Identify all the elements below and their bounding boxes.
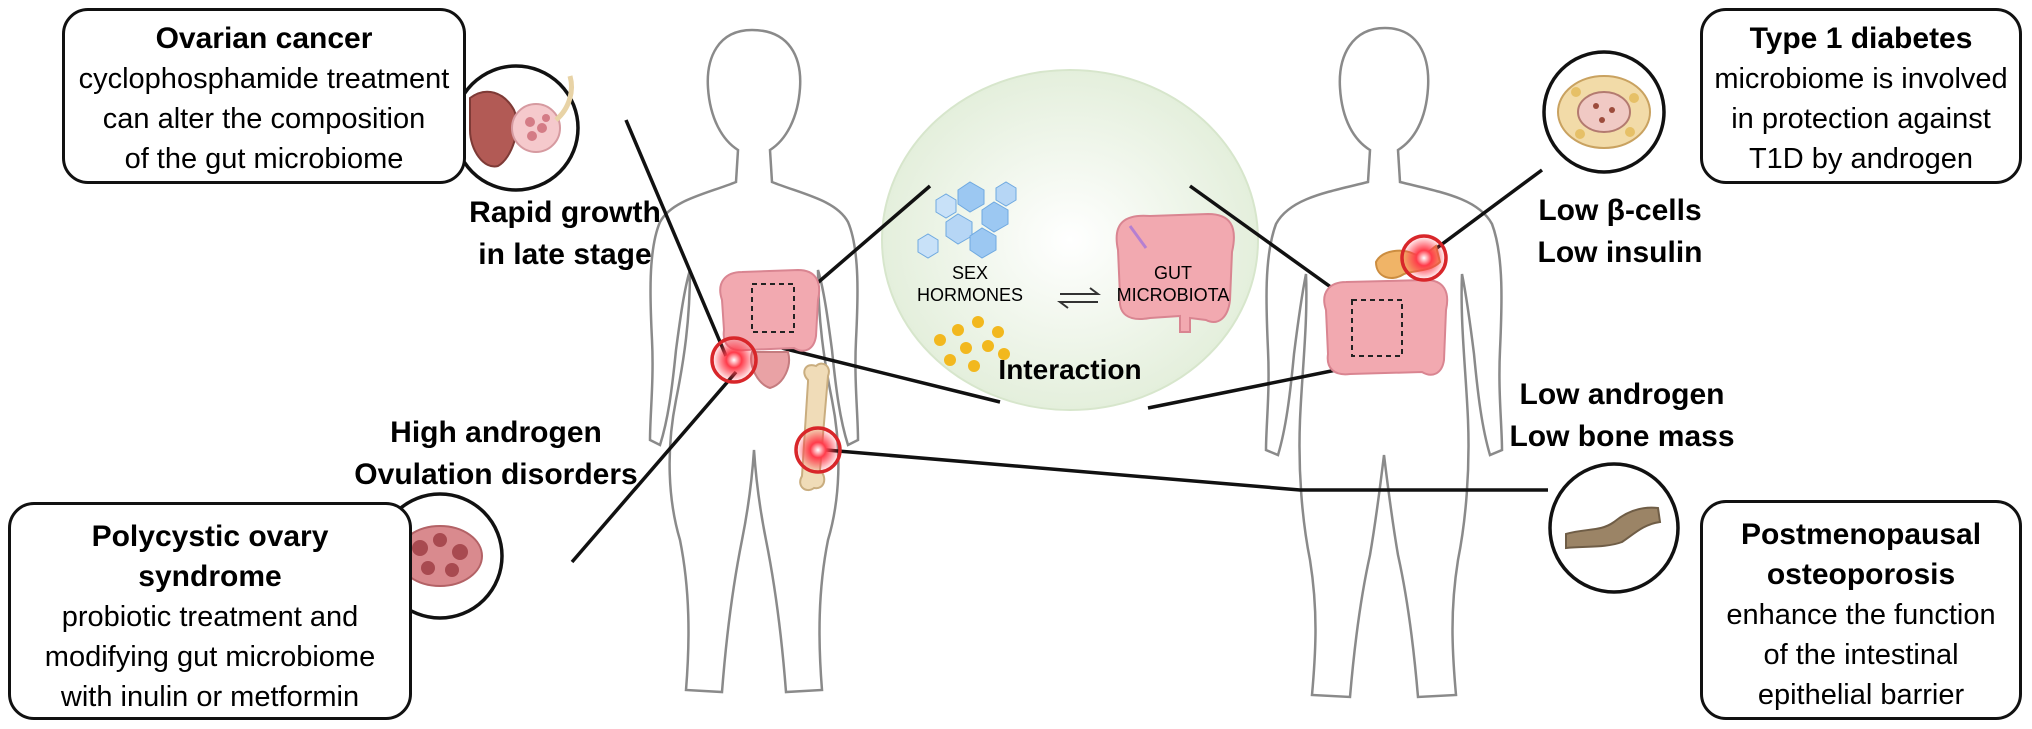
connector-male-gut-top [1188, 184, 1348, 300]
rapid-growth-line-1: Rapid growth [469, 196, 661, 229]
pcos-box: Polycystic ovary syndrome probiotic trea… [8, 502, 412, 720]
ovarian-cancer-title: Ovarian cancer [155, 22, 373, 55]
gut-microbiota-line-2: MICROBIOTA [1116, 285, 1230, 305]
type1-diabetes-title: Type 1 diabetes [1749, 22, 1973, 55]
gut-microbiota-label: GUT MICROBIOTA [1108, 262, 1238, 306]
female-gut-icon [719, 268, 821, 390]
high-androgen-line-1: High androgen [390, 416, 602, 449]
rapid-growth-label: Rapid growth in late stage [440, 192, 690, 276]
low-beta-cells-line-1: Low β-cells [1538, 194, 1702, 227]
osteoporosis-line-1: enhance the function [1726, 599, 1996, 631]
highlight-pancreas-ring [1400, 234, 1448, 282]
connector-osteo [825, 448, 1548, 492]
interaction-label: Interaction [998, 354, 1142, 385]
connector-t1d [1424, 168, 1544, 258]
connector-pcos [570, 370, 738, 564]
highlight-femur-ring [794, 426, 842, 474]
sex-hormones-icon [917, 181, 1017, 259]
type1-diabetes-line-1: microbiome is involved [1714, 63, 2008, 95]
low-androgen-label: Low androgen Low bone mass [1492, 374, 1752, 458]
gut-microbiota-icon [1115, 212, 1235, 333]
connector-male-gut-bottom [1147, 364, 1357, 410]
low-beta-cells-line-2: Low insulin [1537, 236, 1703, 269]
pcos-line-1: probiotic treatment and [61, 601, 359, 633]
hormone-dots-icon [934, 316, 1010, 372]
high-androgen-label: High androgen Ovulation disorders [346, 412, 646, 496]
high-androgen-line-2: Ovulation disorders [354, 458, 638, 491]
connector-lines [570, 119, 1548, 564]
ovarian-cancer-line-1: cyclophosphamide treatment [78, 63, 450, 95]
gut-microbiota-line-1: GUT [1154, 263, 1192, 283]
sex-hormones-line-1: SEX [951, 263, 989, 283]
male-gut-icon [1323, 278, 1449, 376]
low-androgen-line-2: Low bone mass [1509, 420, 1735, 453]
osteoporosis-title-line-1: Postmenopausal [1740, 518, 1982, 551]
pcos-line-3: with inulin or metformin [60, 681, 360, 713]
pcos-line-2: modifying gut microbiome [44, 641, 376, 673]
osteoporosis-title-line-2: osteoporosis [1766, 558, 1956, 591]
bone-tissue-thumbnail [1548, 462, 1680, 594]
type1-diabetes-box: Type 1 diabetes microbiome is involved i… [1700, 8, 2022, 184]
osteoporosis-line-3: epithelial barrier [1757, 679, 1965, 711]
osteoporosis-line-2: of the intestinal [1763, 639, 1959, 671]
highlight-ovary-ring [710, 336, 758, 384]
sex-hormones-line-2: HORMONES [916, 285, 1023, 305]
ovarian-cancer-line-3: of the gut microbiome [124, 143, 404, 175]
low-beta-cells-label: Low β-cells Low insulin [1510, 190, 1730, 274]
connector-female-gut-bottom [781, 346, 1001, 404]
connector-female-gut-top [798, 184, 932, 300]
ovarian-cancer-box: Ovarian cancer cyclophosphamide treatmen… [62, 8, 466, 184]
type1-diabetes-line-3: T1D by androgen [1748, 143, 1974, 175]
equilibrium-arrows-icon [1057, 287, 1101, 309]
rapid-growth-line-2: in late stage [478, 238, 652, 271]
connector-ovarian [624, 119, 728, 357]
pcos-title-line-1: Polycystic ovary [91, 520, 329, 553]
pcos-title-line-2: syndrome [138, 560, 282, 593]
pancreatic-islet-thumbnail [1542, 50, 1666, 174]
ovarian-cancer-line-2: can alter the composition [102, 103, 426, 135]
low-androgen-line-1: Low androgen [1519, 378, 1725, 411]
ovarian-tumor-thumbnail [452, 64, 580, 192]
sex-hormones-label: SEX HORMONES [910, 262, 1030, 306]
type1-diabetes-line-2: in protection against [1731, 103, 1991, 135]
osteoporosis-box: Postmenopausal osteoporosis enhance the … [1700, 500, 2022, 720]
